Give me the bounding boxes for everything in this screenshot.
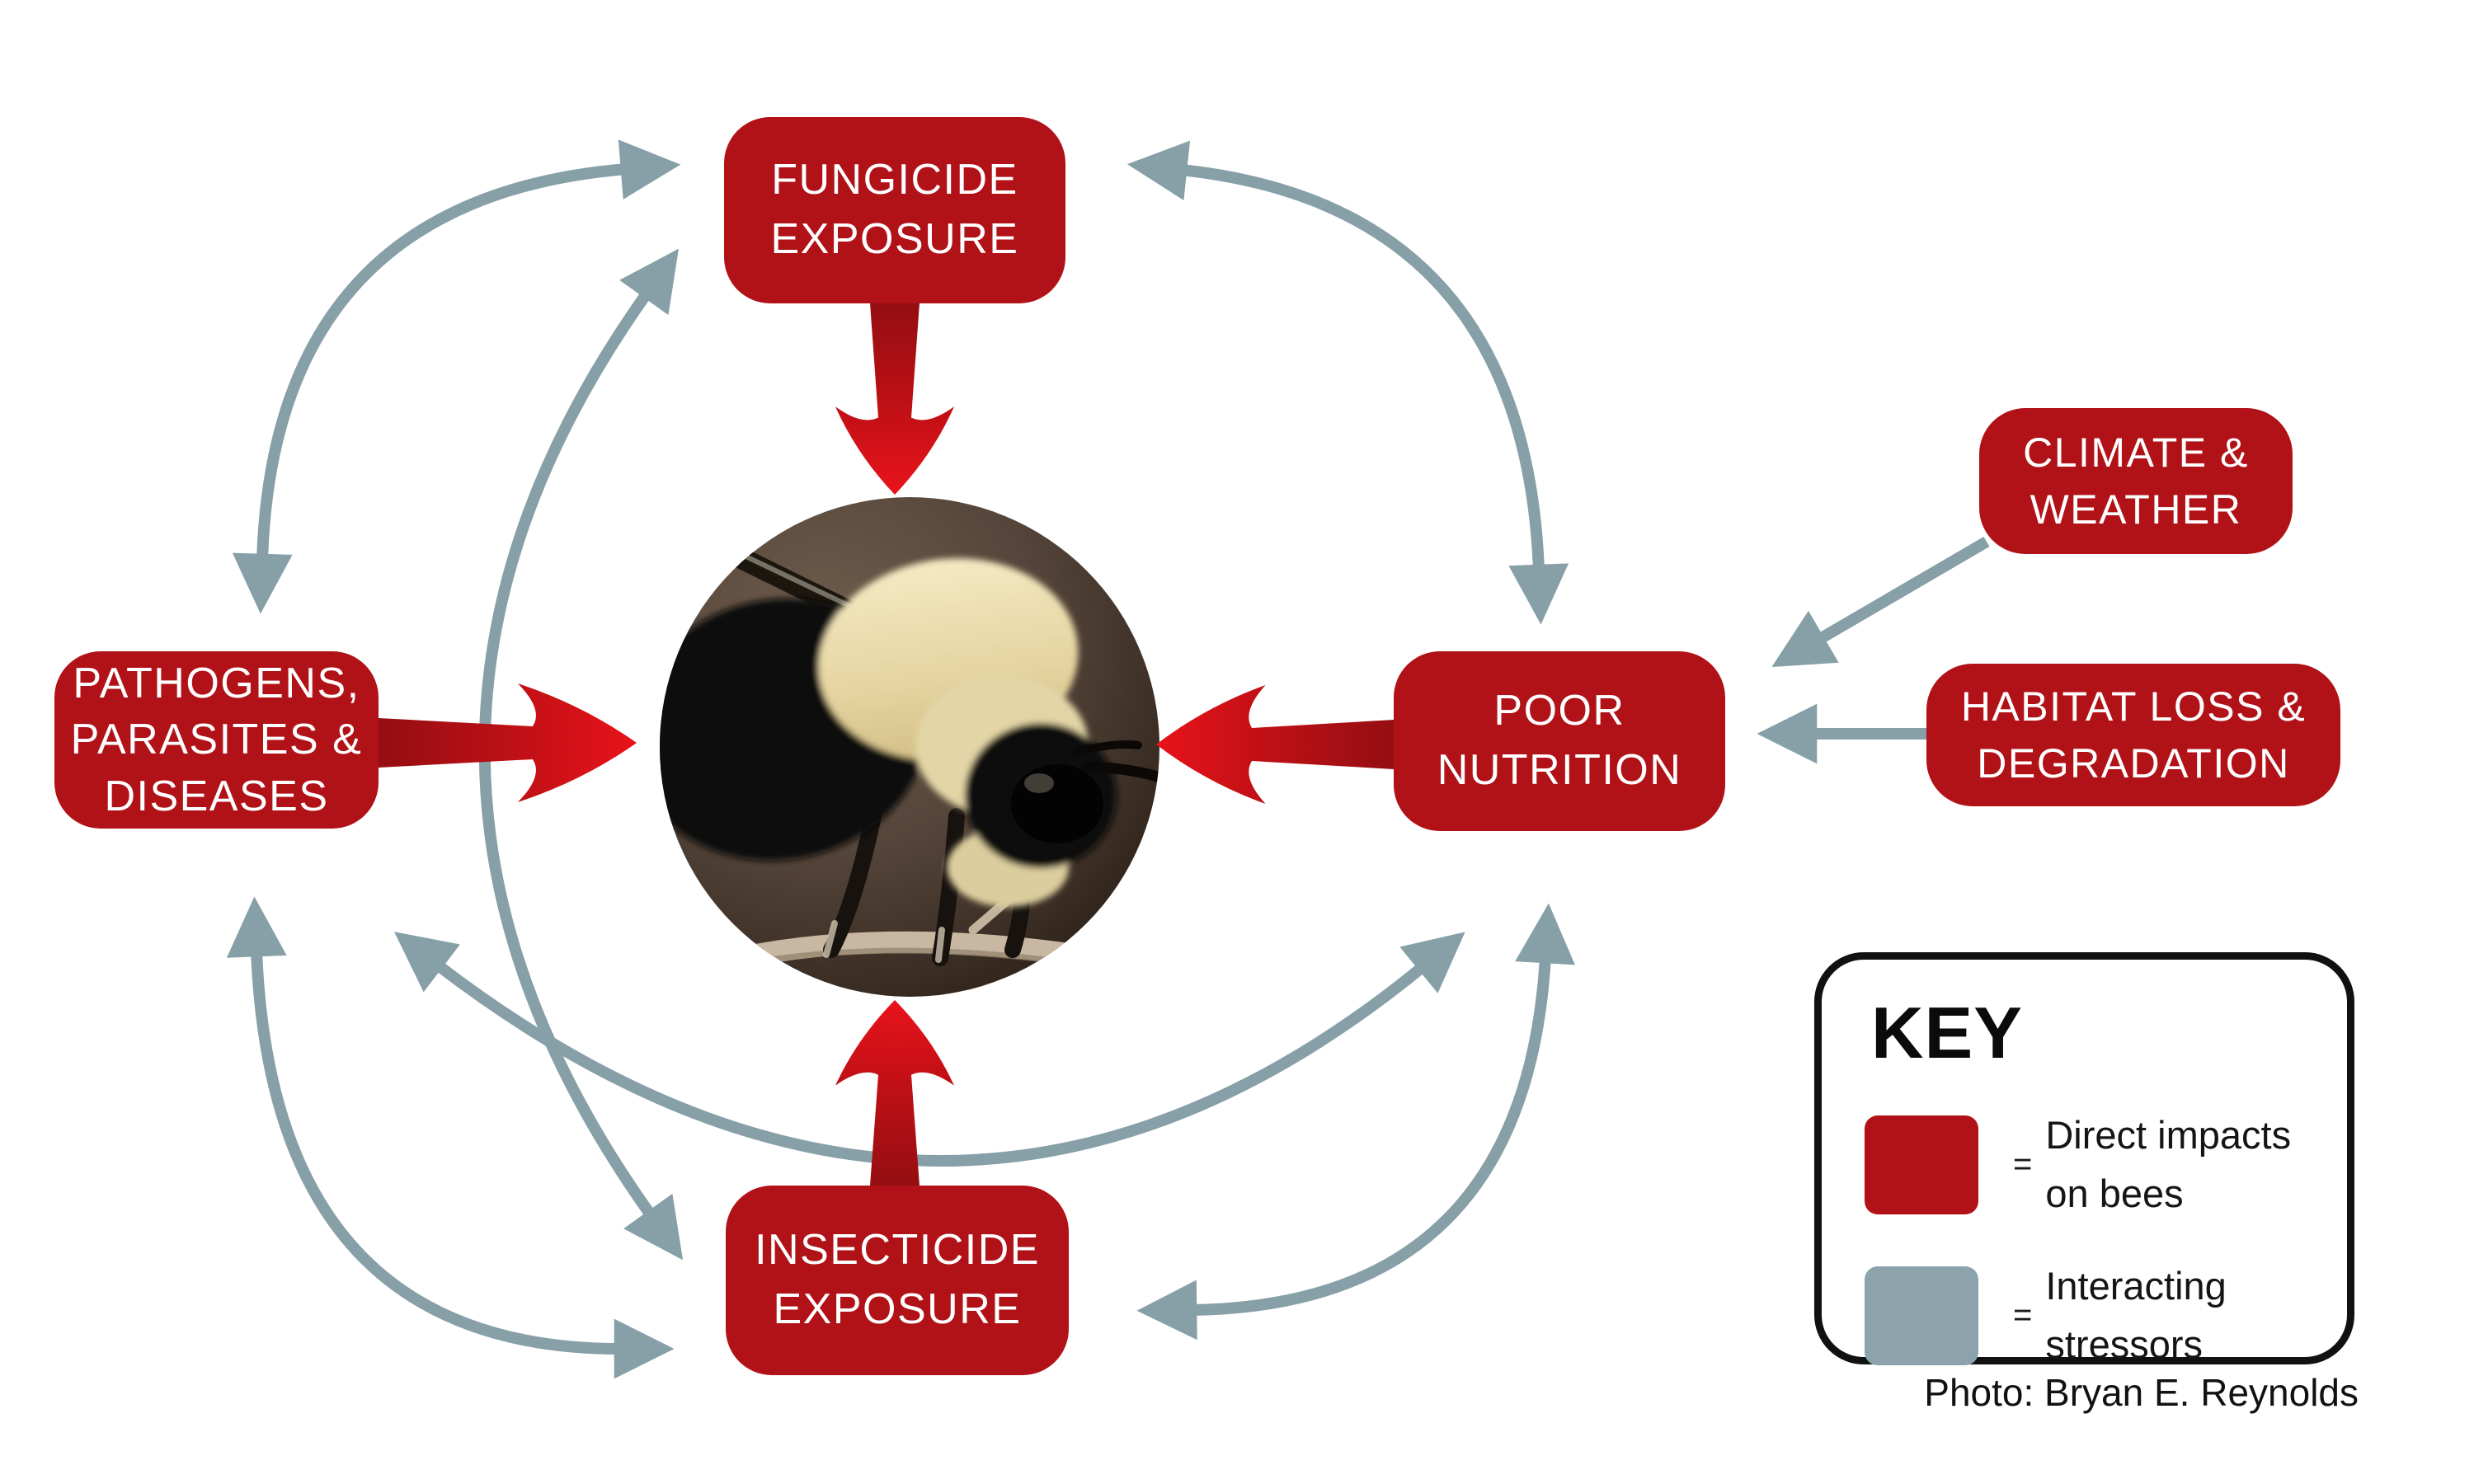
direct-impacts-swatch — [1865, 1115, 1978, 1214]
arrow-pathogens-to-bee — [378, 683, 637, 802]
key-entry-interacting-stressors: = Interacting stressors — [1865, 1257, 2306, 1374]
interacting-stressors-swatch — [1865, 1266, 1978, 1365]
direct-impacts-label: Direct impacts on bees — [2045, 1113, 2292, 1215]
node-climate-weather: CLIMATE & WEATHER — [1979, 408, 2293, 554]
arrow-fungicide-to-bee — [835, 303, 954, 495]
equals-sign: = — [2013, 1146, 2033, 1182]
arc-fungicide-nutrition — [1126, 140, 1569, 625]
arc-pathogens-fungicide — [232, 139, 681, 614]
bee-photo — [660, 497, 1159, 997]
arc-pathogens-insecticide — [226, 896, 675, 1379]
interacting-stressors-label: Interacting stressors — [2045, 1264, 2227, 1366]
arrow-nutrition-to-bee — [1156, 685, 1395, 804]
photo-credit: Photo: Bryan E. Reynolds — [1924, 1371, 2359, 1414]
key-entry-direct-impacts: = Direct impacts on bees — [1865, 1106, 2306, 1223]
key-title: KEY — [1871, 992, 2023, 1073]
arc-nutrition-insecticide — [1136, 903, 1575, 1341]
node-habitat-loss-degradation: HABITAT LOSS & DEGRADATION — [1926, 664, 2340, 806]
line-climate-to-nutrition — [1771, 536, 1990, 668]
node-insecticide-exposure: INSECTICIDE EXPOSURE — [726, 1186, 1069, 1375]
key-panel: KEY = Direct impacts on bees = Interacti… — [1814, 952, 2354, 1366]
equals-sign: = — [2013, 1297, 2033, 1333]
node-pathogens-parasites-diseases: PATHOGENS, PARASITES & DISEASES — [54, 651, 379, 829]
node-fungicide-exposure: FUNGICIDE EXPOSURE — [724, 117, 1065, 303]
node-poor-nutrition: POOR NUTRITION — [1394, 651, 1725, 831]
